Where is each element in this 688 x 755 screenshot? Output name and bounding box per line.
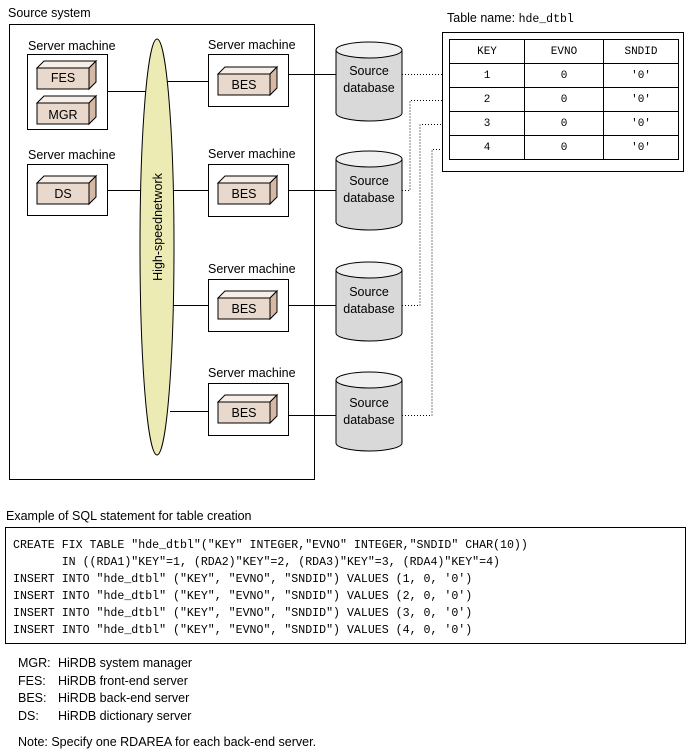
column-header: EVNO — [524, 39, 604, 64]
legend-key: DS: — [18, 708, 39, 723]
bes-block-label: BES — [231, 187, 257, 201]
mgr-block-label: MGR — [48, 108, 78, 122]
bes-block-label: BES — [231, 302, 257, 316]
sql-line: INSERT INTO "hde_dtbl" ("KEY", "EVNO", "… — [13, 590, 473, 603]
partition-mapping-lines — [402, 74, 449, 416]
source-database-label-line2: database — [343, 191, 395, 205]
mgr-block — [35, 94, 98, 126]
sql-code-box: CREATE FIX TABLE "hde_dtbl"("KEY" INTEGE… — [5, 527, 686, 644]
source-database-label-line1: Source — [349, 64, 389, 78]
source-database-label-line1: Source — [349, 285, 389, 299]
column-header: SNDID — [603, 39, 679, 64]
source-database-cylinder — [335, 261, 403, 342]
sql-line: IN ((RDA1)"KEY"=1, (RDA2)"KEY"=2, (RDA3)… — [13, 556, 501, 569]
legend-text: HiRDB system manager — [58, 656, 193, 670]
sql-line: INSERT INTO "hde_dtbl" ("KEY", "EVNO", "… — [13, 624, 473, 637]
bes-block-label: BES — [231, 78, 257, 92]
source-database-label-line2: database — [343, 81, 395, 95]
table-cell: 2 — [449, 87, 525, 112]
server-machine-label: Server machine — [208, 38, 296, 52]
table-header-row: KEY EVNO SNDID — [449, 39, 679, 64]
sql-line: INSERT INTO "hde_dtbl" ("KEY", "EVNO", "… — [13, 573, 473, 586]
source-database-label-line2: database — [343, 302, 395, 316]
source-database-label-line1: Source — [349, 174, 389, 188]
source-database-cylinder — [335, 150, 403, 231]
source-database-label-line1: Source — [349, 396, 389, 410]
table-cell: 0 — [524, 135, 604, 160]
source-database-cylinders — [335, 41, 403, 452]
table-cell: 0 — [524, 111, 604, 136]
bes-block — [216, 65, 279, 97]
fes-block-label: FES — [50, 71, 76, 85]
architecture-diagram — [9, 24, 449, 480]
legend-item: MGR: HiRDB system manager — [18, 656, 192, 670]
legend-text: HiRDB front-end server — [58, 673, 188, 688]
legend-item: DS: HiRDB dictionary server — [18, 709, 191, 723]
legend-item: BES: HiRDB back-end server — [18, 691, 189, 705]
legend-key: FES: — [18, 673, 46, 688]
network-connectors — [107, 74, 336, 416]
bes-block — [216, 289, 279, 321]
server-machine-label: Server machine — [208, 262, 296, 276]
component-blocks — [35, 59, 279, 425]
legend-text: HiRDB dictionary server — [58, 708, 192, 723]
table-name-label: Table name: hde_dtbl — [447, 11, 574, 27]
ds-block-label: DS — [54, 187, 72, 201]
ds-block — [35, 174, 98, 206]
table-cell: 0 — [524, 63, 604, 88]
table-cell: '0' — [603, 111, 679, 136]
sql-line: INSERT INTO "hde_dtbl" ("KEY", "EVNO", "… — [13, 607, 473, 620]
server-machine-label: Server machine — [208, 366, 296, 380]
legend-item: FES: HiRDB front-end server — [18, 674, 188, 688]
table-name-value: hde_dtbl — [518, 13, 574, 26]
rdarea-note: Note: Specify one RDAREA for each back-e… — [18, 735, 317, 749]
fes-block — [35, 59, 98, 91]
legend-key: BES: — [18, 691, 47, 705]
table-cell: '0' — [603, 87, 679, 112]
table-cell: 0 — [524, 87, 604, 112]
server-machine-label: Server machine — [208, 147, 296, 161]
column-header: KEY — [449, 39, 525, 64]
table-cell: '0' — [603, 135, 679, 160]
bes-block — [216, 174, 279, 206]
table-name-prefix: Table name: — [447, 11, 519, 25]
source-database-cylinder — [335, 41, 403, 122]
source-database-label-line2: database — [343, 413, 395, 427]
high-speed-network-label: High-speednetwork — [151, 173, 165, 281]
source-system-label: Source system — [8, 6, 91, 20]
sql-code: CREATE FIX TABLE "hde_dtbl"("KEY" INTEGE… — [6, 528, 685, 639]
high-speed-network-ellipse — [139, 38, 175, 456]
sql-line: CREATE FIX TABLE "hde_dtbl"("KEY" INTEGE… — [13, 539, 528, 552]
table-cell: 3 — [449, 111, 525, 136]
table-cell: '0' — [603, 63, 679, 88]
sql-heading: Example of SQL statement for table creat… — [6, 509, 252, 523]
bes-block — [216, 393, 279, 425]
legend-text: HiRDB back-end server — [58, 691, 190, 705]
server-machine-label: Server machine — [28, 39, 116, 53]
bes-block-label: BES — [231, 406, 257, 420]
server-machine-label: Server machine — [28, 148, 116, 162]
table-cell: 4 — [449, 135, 525, 160]
legend-key: MGR: — [18, 656, 51, 670]
table-cell: 1 — [449, 63, 525, 88]
source-database-cylinder — [335, 371, 403, 452]
